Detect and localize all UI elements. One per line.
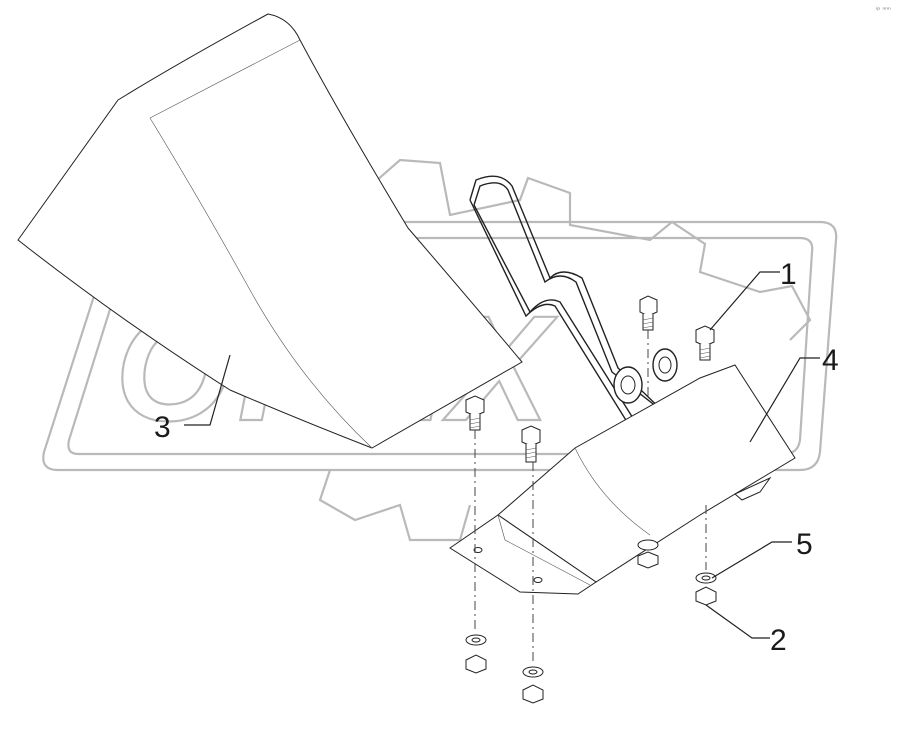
rod-coil-right-hole: [658, 356, 672, 374]
bolt-c: [465, 395, 485, 431]
nut: [695, 586, 717, 606]
bolt-a: [639, 295, 658, 331]
rod-inner: [469, 175, 717, 463]
nut: [637, 551, 659, 569]
bolt-d: [521, 425, 541, 463]
leader-3: [184, 354, 231, 426]
deflector-top-crease: [149, 39, 301, 119]
plate-hole-2: [533, 577, 543, 583]
fastener-stack-left: [465, 634, 487, 674]
plate-base-flange: [449, 514, 597, 595]
rod-lower-2: [469, 199, 677, 485]
assembly-center-lines: [474, 330, 707, 662]
washer: [637, 539, 659, 551]
callout-4: 4: [822, 344, 839, 377]
nut: [465, 654, 487, 674]
plate-flange-edge: [497, 514, 591, 586]
plate-fold-line: [574, 447, 651, 536]
washer-hole: [471, 637, 481, 643]
plate-hole-1: [473, 547, 483, 553]
callout-3: 3: [154, 411, 171, 444]
plate-upper-panel: [497, 364, 796, 583]
corner-mark: ⁱᵖ ⁿⁿⁿ: [876, 6, 891, 14]
plate-rear-tab: [734, 476, 772, 501]
fastener-stack-right: [695, 572, 717, 606]
leader-1: [709, 271, 780, 331]
part-4-mounting-plate: [449, 364, 796, 595]
callout-5: 5: [796, 528, 813, 561]
callout-2: 2: [770, 624, 787, 657]
rod-coil-left-hole: [620, 375, 636, 395]
washer-hole: [528, 669, 538, 675]
leader-4: [749, 357, 820, 443]
deflector-body: [17, 13, 523, 449]
washer-hole: [701, 575, 711, 581]
bolt-group: [465, 295, 715, 463]
leader-2: [705, 604, 770, 639]
fastener-stack-plate: [637, 539, 659, 569]
leader-lines: [184, 271, 820, 639]
deflector-inner-curve: [149, 117, 373, 449]
leader-5: [711, 541, 792, 579]
bolt-b: [695, 325, 715, 361]
nut: [522, 684, 544, 704]
callout-1: 1: [780, 258, 797, 291]
callout-labels: 1 2 3 4 5: [154, 258, 839, 657]
part-3-deflector: [17, 13, 523, 449]
spring-rod: [469, 175, 721, 485]
rod-outer: [473, 182, 721, 457]
fastener-stack-center: [522, 666, 544, 704]
